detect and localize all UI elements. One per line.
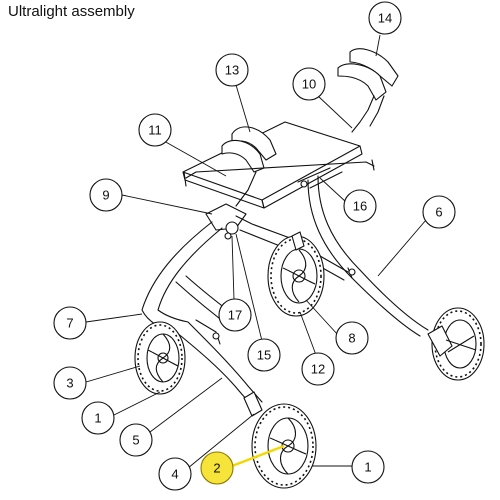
svg-text:4: 4 — [171, 467, 178, 482]
leader-17 — [231, 235, 235, 301]
callout-1b: 1 — [351, 450, 385, 484]
leader-14 — [375, 34, 381, 57]
callout-8: 8 — [335, 321, 369, 355]
callout-17: 17 — [218, 298, 252, 332]
callout-10: 10 — [292, 67, 326, 101]
callout-7: 7 — [53, 306, 87, 340]
right-front-wheel — [267, 231, 325, 317]
far-rear-wheel — [427, 307, 485, 381]
svg-text:8: 8 — [348, 331, 355, 346]
leader-6 — [377, 219, 427, 277]
leader-4 — [187, 413, 255, 469]
callout-11: 11 — [138, 113, 172, 147]
callout-5: 5 — [119, 423, 153, 457]
leader-11 — [163, 140, 227, 177]
callout-6: 6 — [422, 195, 456, 229]
svg-text:2: 2 — [213, 461, 220, 476]
leader-8 — [305, 299, 339, 336]
callout-16: 16 — [343, 189, 377, 223]
svg-text:15: 15 — [257, 348, 271, 363]
leader-9 — [121, 194, 213, 215]
leader-16 — [319, 177, 347, 203]
svg-text:9: 9 — [102, 188, 109, 203]
callout-2: 2 — [200, 451, 234, 485]
rollator-drawing — [134, 48, 485, 489]
callout-14: 14 — [368, 1, 402, 35]
right-frame — [317, 175, 429, 331]
front-wheel — [243, 391, 317, 489]
callouts: 14 13 10 11 9 16 6 7 17 15 8 12 3 1 5 4 … — [53, 1, 456, 491]
callout-1a: 1 — [81, 401, 115, 435]
leader-7 — [85, 313, 143, 323]
svg-text:11: 11 — [148, 123, 162, 138]
callout-3: 3 — [53, 366, 87, 400]
leader-13 — [235, 84, 251, 133]
page-title: Ultralight assembly — [8, 3, 135, 20]
svg-text:1: 1 — [94, 411, 101, 426]
svg-text:6: 6 — [435, 205, 442, 220]
leader-2 — [231, 444, 285, 468]
callout-15: 15 — [247, 338, 281, 372]
leader-3 — [85, 365, 141, 383]
callout-13: 13 — [215, 53, 249, 87]
svg-text:14: 14 — [378, 11, 392, 26]
svg-text:12: 12 — [311, 362, 325, 377]
svg-text:17: 17 — [228, 308, 242, 323]
svg-text:16: 16 — [353, 199, 367, 214]
left-rear-wheel — [134, 321, 186, 395]
svg-text:3: 3 — [66, 376, 73, 391]
svg-text:1: 1 — [364, 460, 371, 475]
callout-9: 9 — [89, 178, 123, 212]
leader-lines — [85, 34, 427, 469]
callout-12: 12 — [301, 352, 335, 386]
leader-5 — [149, 377, 223, 433]
svg-text:5: 5 — [132, 433, 139, 448]
leader-10 — [317, 95, 353, 129]
leader-15 — [235, 233, 263, 342]
leader-1a — [111, 391, 161, 417]
callout-4: 4 — [158, 457, 192, 491]
svg-text:7: 7 — [66, 316, 73, 331]
leader-12 — [299, 311, 317, 356]
svg-text:10: 10 — [302, 77, 316, 92]
right-handle — [349, 48, 399, 87]
svg-text:13: 13 — [225, 63, 239, 78]
